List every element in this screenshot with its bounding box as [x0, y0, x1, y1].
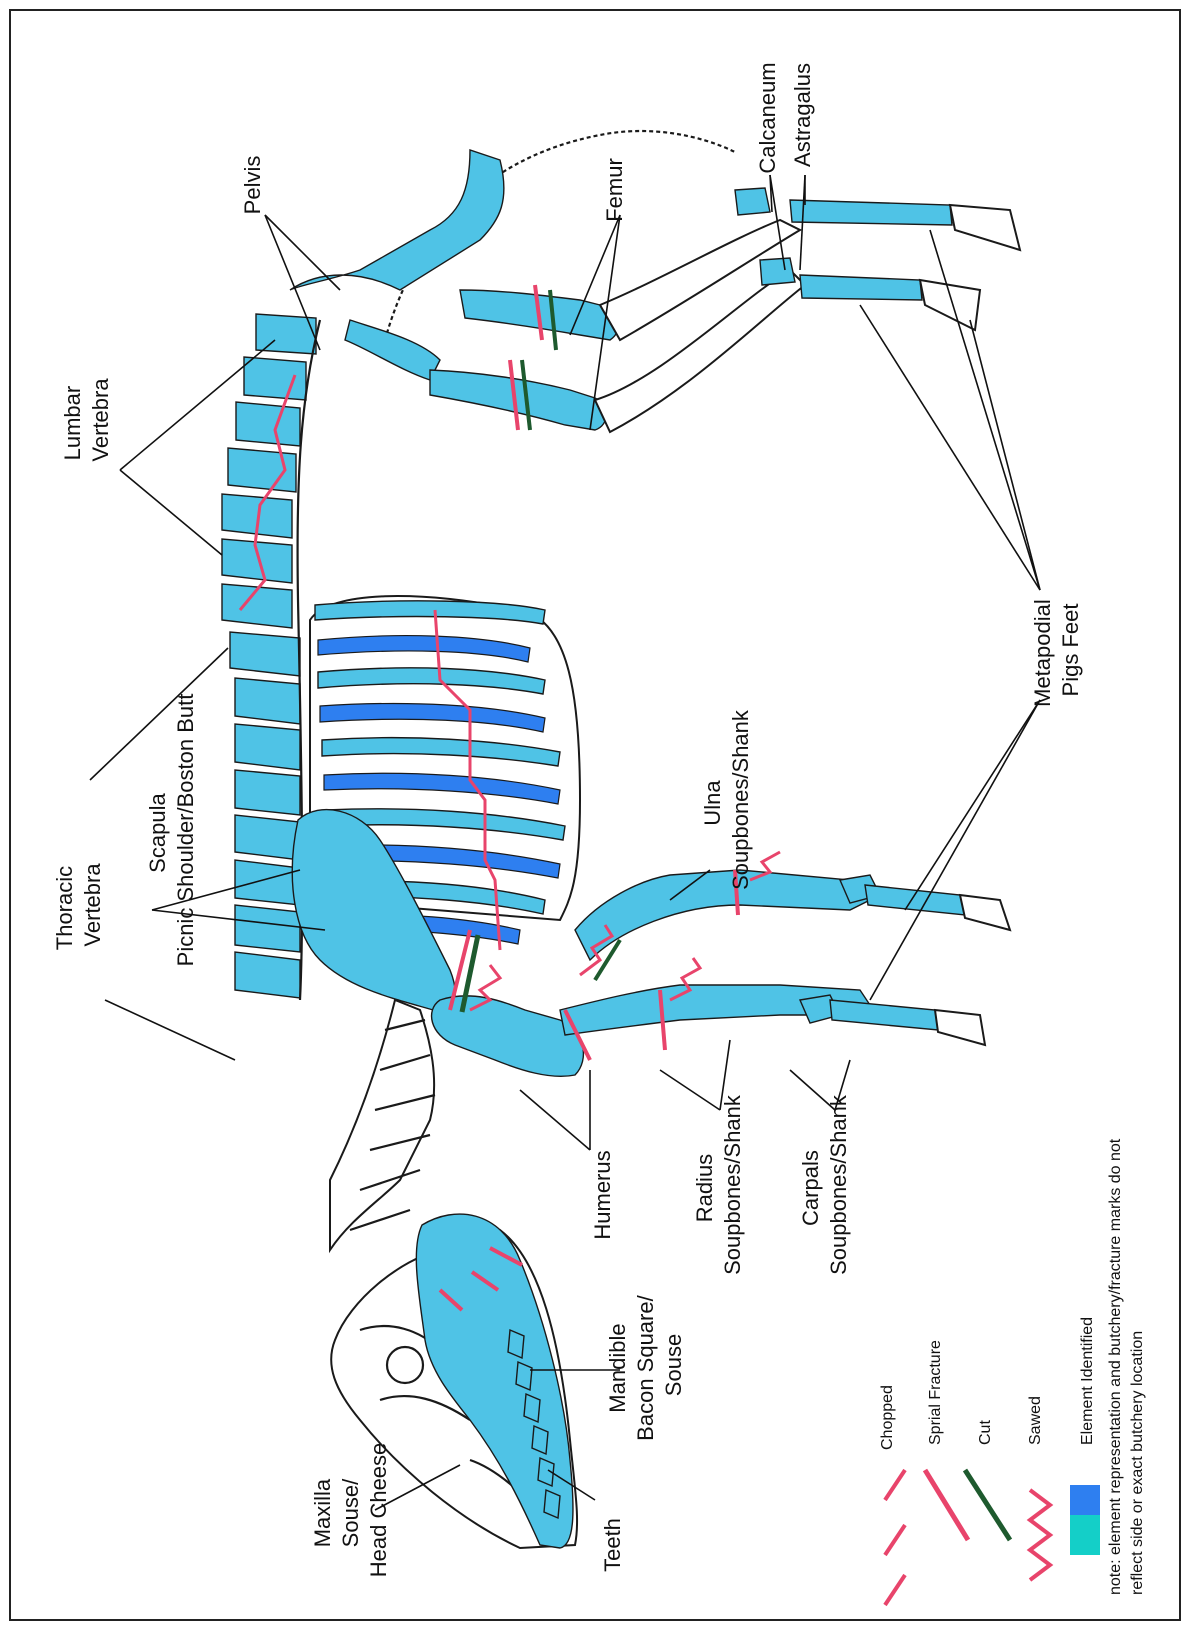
carpals-label: Carpals Soupbones/Shank: [798, 1094, 851, 1275]
legend-chopped-label: Chopped: [879, 1385, 896, 1450]
pelvis-label: Pelvis: [240, 156, 265, 215]
humerus-label: Humerus: [590, 1150, 615, 1239]
legend-sawed-label: Sawed: [1027, 1396, 1044, 1445]
legend-spiral-label: Sprial Fracture: [927, 1340, 944, 1445]
lumbar-label: Lumbar Vertebra: [60, 378, 113, 462]
ulna-bone: [575, 870, 870, 960]
ulna-label: Ulna Soupbones/Shank: [700, 709, 753, 890]
maxilla-label: Maxilla Souse/ Head Cheese: [310, 1443, 391, 1578]
legend-cut-label: Cut: [977, 1420, 994, 1445]
femur-label: Femur: [602, 158, 627, 222]
pelvis-bone: [290, 150, 504, 380]
astragalus-label: Astragalus: [790, 63, 815, 167]
radius-label: Radius Soupbones/Shank: [692, 1094, 745, 1275]
legend-sawed-symbol: [1030, 1490, 1050, 1580]
cervical-vertebrae: [330, 1000, 435, 1250]
legend: Chopped Sprial Fracture Cut Sawed Elemen…: [879, 1134, 1146, 1605]
legend-swatch-dark: [1070, 1485, 1100, 1515]
legend-cut-symbol: [965, 1470, 1010, 1540]
thoracic-label: Thoracic Vertebra: [52, 860, 105, 950]
mandible-label: Mandible Bacon Square/ Souse: [605, 1289, 686, 1441]
humerus-bone: [432, 996, 584, 1076]
scapula-label: Scapula Picnic Shoulder/Boston Butt: [145, 694, 198, 967]
legend-swatch-teal: [1070, 1515, 1100, 1555]
teeth-label: Teeth: [600, 1518, 625, 1572]
legend-spiral-symbol: [925, 1470, 968, 1540]
calcaneum-label: Calcaneum: [755, 62, 780, 173]
legend-note: note: element representation and butcher…: [1107, 1134, 1146, 1595]
metapodial-label: Metapodial Pigs Feet: [1030, 593, 1083, 707]
legend-element-label: Element Identified: [1079, 1317, 1096, 1445]
hind-lower-legs: [595, 220, 805, 432]
legend-chopped-symbol: [885, 1470, 905, 1605]
